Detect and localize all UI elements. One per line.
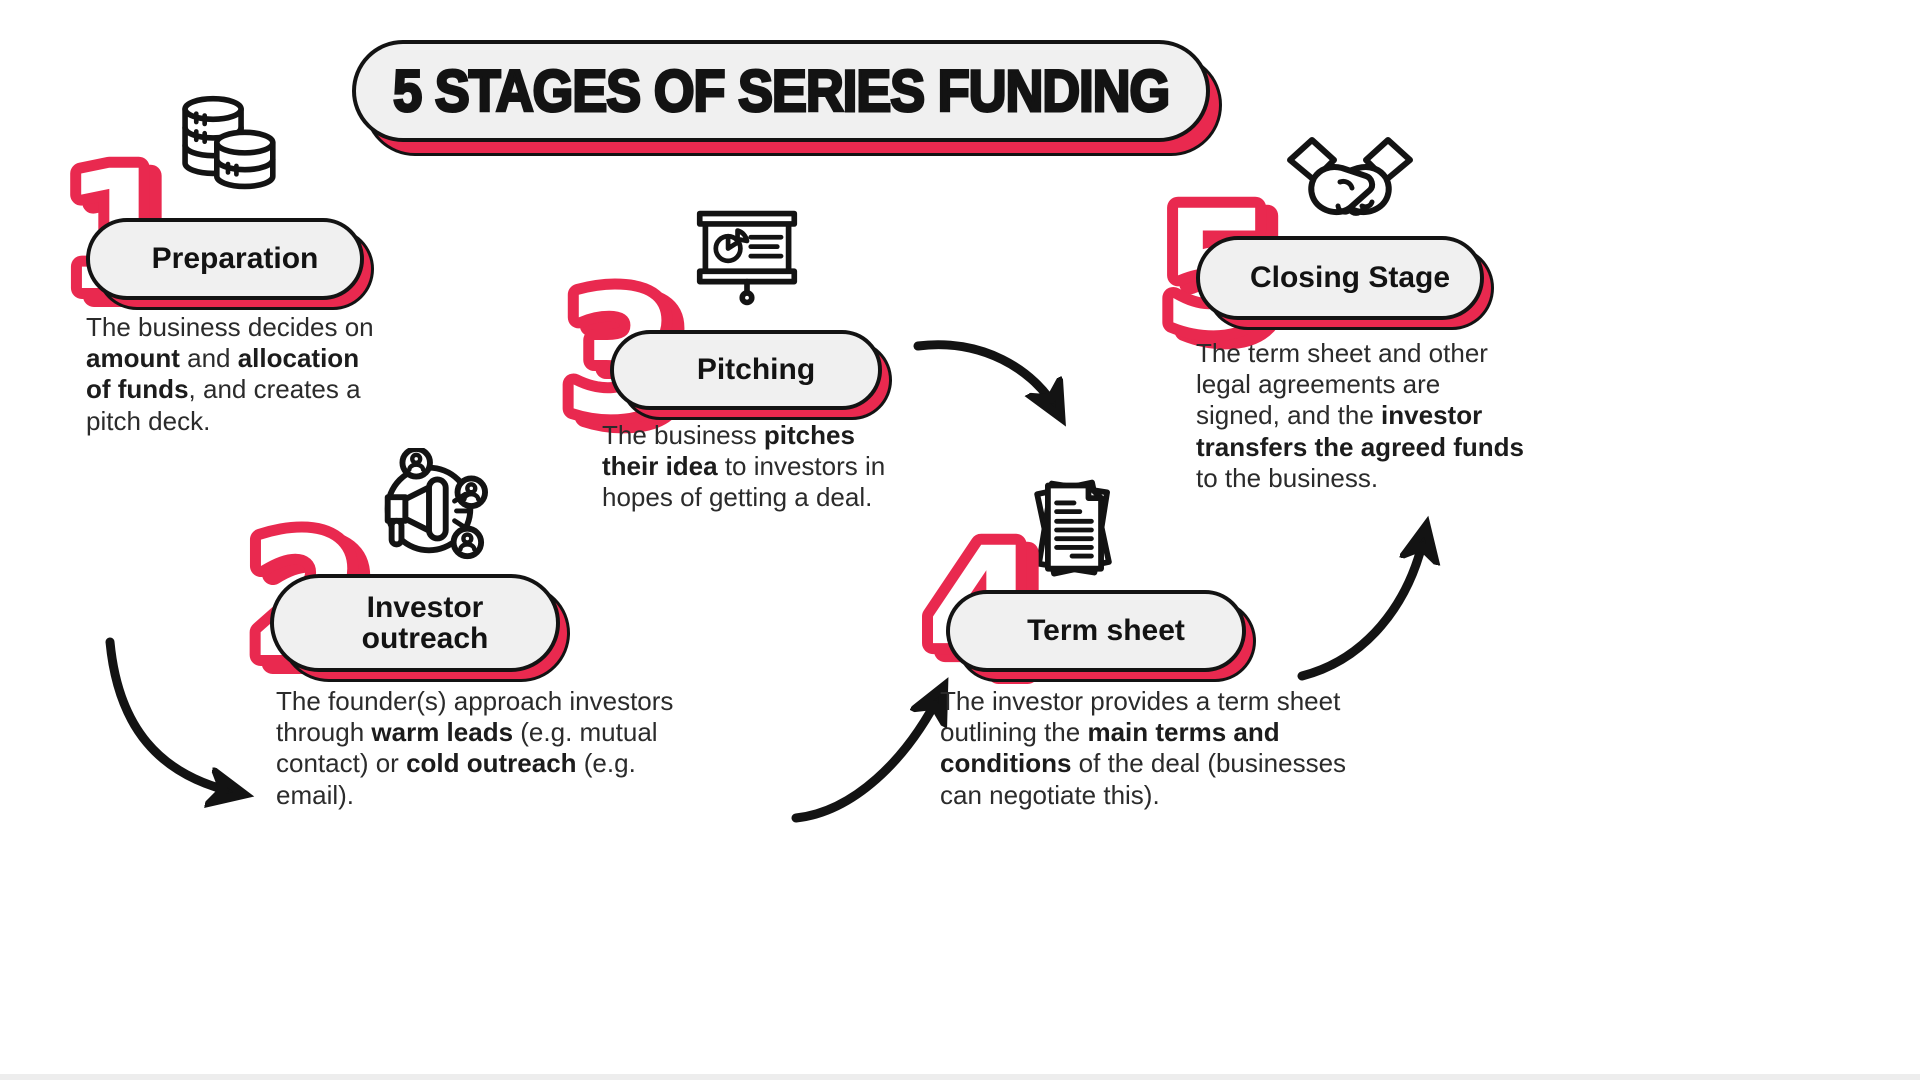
bottom-divider bbox=[0, 1074, 1920, 1080]
stage-1-pill: Preparation bbox=[86, 218, 364, 300]
stage-1-description: The business decides on amount and alloc… bbox=[86, 312, 374, 436]
stage-5-label: Closing Stage bbox=[1249, 261, 1451, 295]
title-pill: 5 STAGES OF SERIES FUNDING bbox=[352, 40, 1210, 142]
stage-4-label: Term sheet bbox=[1027, 614, 1185, 648]
stage-1-label: Preparation bbox=[151, 242, 319, 276]
stage-5-pill: Closing Stage bbox=[1196, 236, 1484, 320]
stage-4-pill: Term sheet bbox=[946, 590, 1246, 672]
stage-2-description: The founder(s) approach investors throug… bbox=[276, 686, 674, 810]
stage-2-pill: Investor outreach bbox=[270, 574, 560, 672]
presentation-icon bbox=[696, 210, 798, 306]
stage-2-label: Investor outreach bbox=[361, 590, 489, 655]
arrow-stage2-to-stage3-icon bbox=[791, 692, 941, 823]
megaphone-icon bbox=[384, 448, 488, 560]
documents-icon bbox=[1034, 479, 1112, 577]
handshake-icon bbox=[1287, 137, 1413, 216]
stage-3-pill: Pitching bbox=[610, 330, 882, 410]
page-title: 5 STAGES OF SERIES FUNDING bbox=[392, 57, 1172, 125]
coins-icon bbox=[182, 95, 276, 190]
stage-3-description: The business pitches their idea to inves… bbox=[602, 420, 886, 513]
stage-3-label: Pitching bbox=[696, 353, 816, 387]
arrow-stage3-to-stage4-icon bbox=[913, 340, 1058, 412]
stage-4-description: The investor provides a term sheet outli… bbox=[940, 686, 1347, 810]
arrow-stage4-to-stage5-icon bbox=[1297, 532, 1425, 681]
stage-5-description: The term sheet and other legal agreement… bbox=[1196, 338, 1524, 493]
